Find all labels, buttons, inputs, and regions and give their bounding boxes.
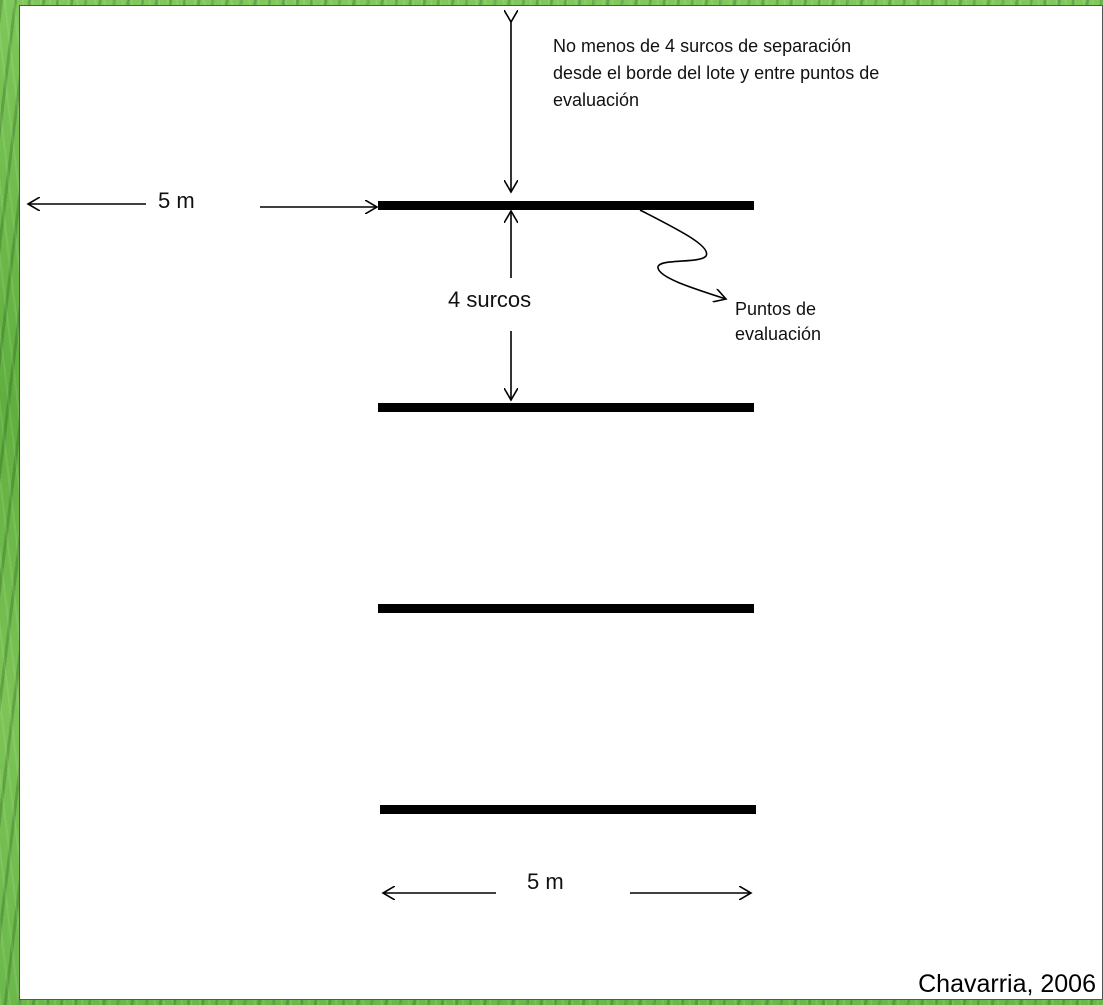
diagram-panel: No menos de 4 surcos de separación desde…	[19, 5, 1103, 1000]
bottom-distance-label: 5 m	[527, 869, 564, 894]
separation-note-line-3: evaluación	[553, 90, 639, 110]
evaluation-points-pointer	[639, 209, 726, 299]
sampling-layout-diagram: No menos de 4 surcos de separación desde…	[20, 6, 879, 1001]
evaluation-row-2	[378, 403, 754, 412]
points-label-line-2: evaluación	[735, 324, 821, 344]
points-label-line-1: Puntos de	[735, 299, 816, 319]
citation-text: Chavarria, 2006	[918, 970, 1096, 998]
evaluation-row-1	[378, 201, 754, 210]
evaluation-row-3	[378, 604, 754, 613]
evaluation-row-4	[380, 805, 756, 814]
left-distance-label: 5 m	[158, 188, 195, 213]
separation-note-line-2: desde el borde del lote y entre puntos d…	[553, 63, 879, 83]
separation-note-line-1: No menos de 4 surcos de separación	[553, 36, 851, 56]
row-gap-label: 4 surcos	[448, 287, 531, 312]
